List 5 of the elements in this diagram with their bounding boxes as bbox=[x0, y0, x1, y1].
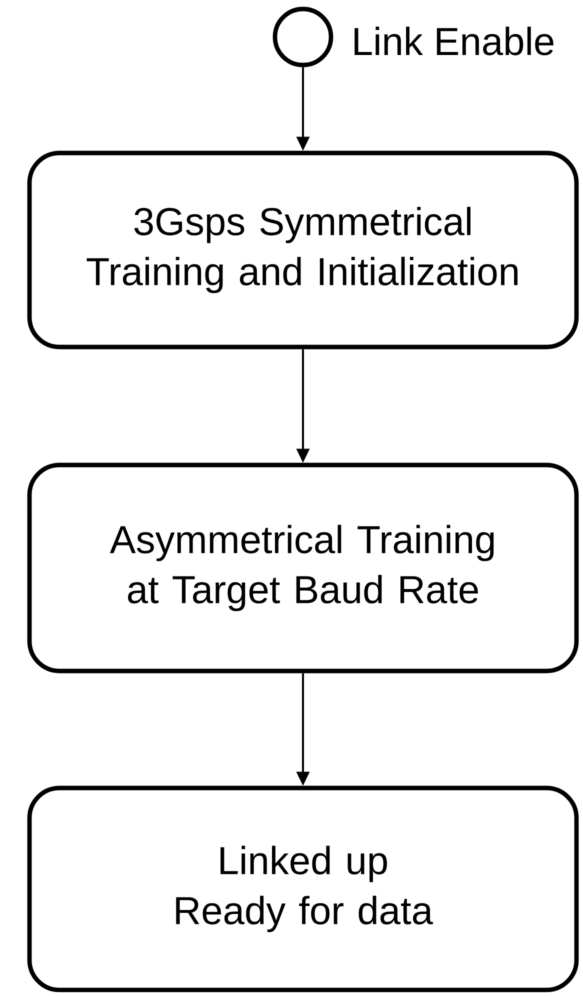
process-box: 3Gsps Symmetrical Training and Initialization bbox=[27, 150, 579, 350]
beside-label: Link Enable bbox=[354, 26, 554, 56]
process-box: Asymmetrical Training at Target Baud Rate bbox=[27, 462, 579, 674]
start-circle bbox=[272, 6, 334, 68]
process-box: Linked up Ready for data bbox=[27, 786, 579, 992]
